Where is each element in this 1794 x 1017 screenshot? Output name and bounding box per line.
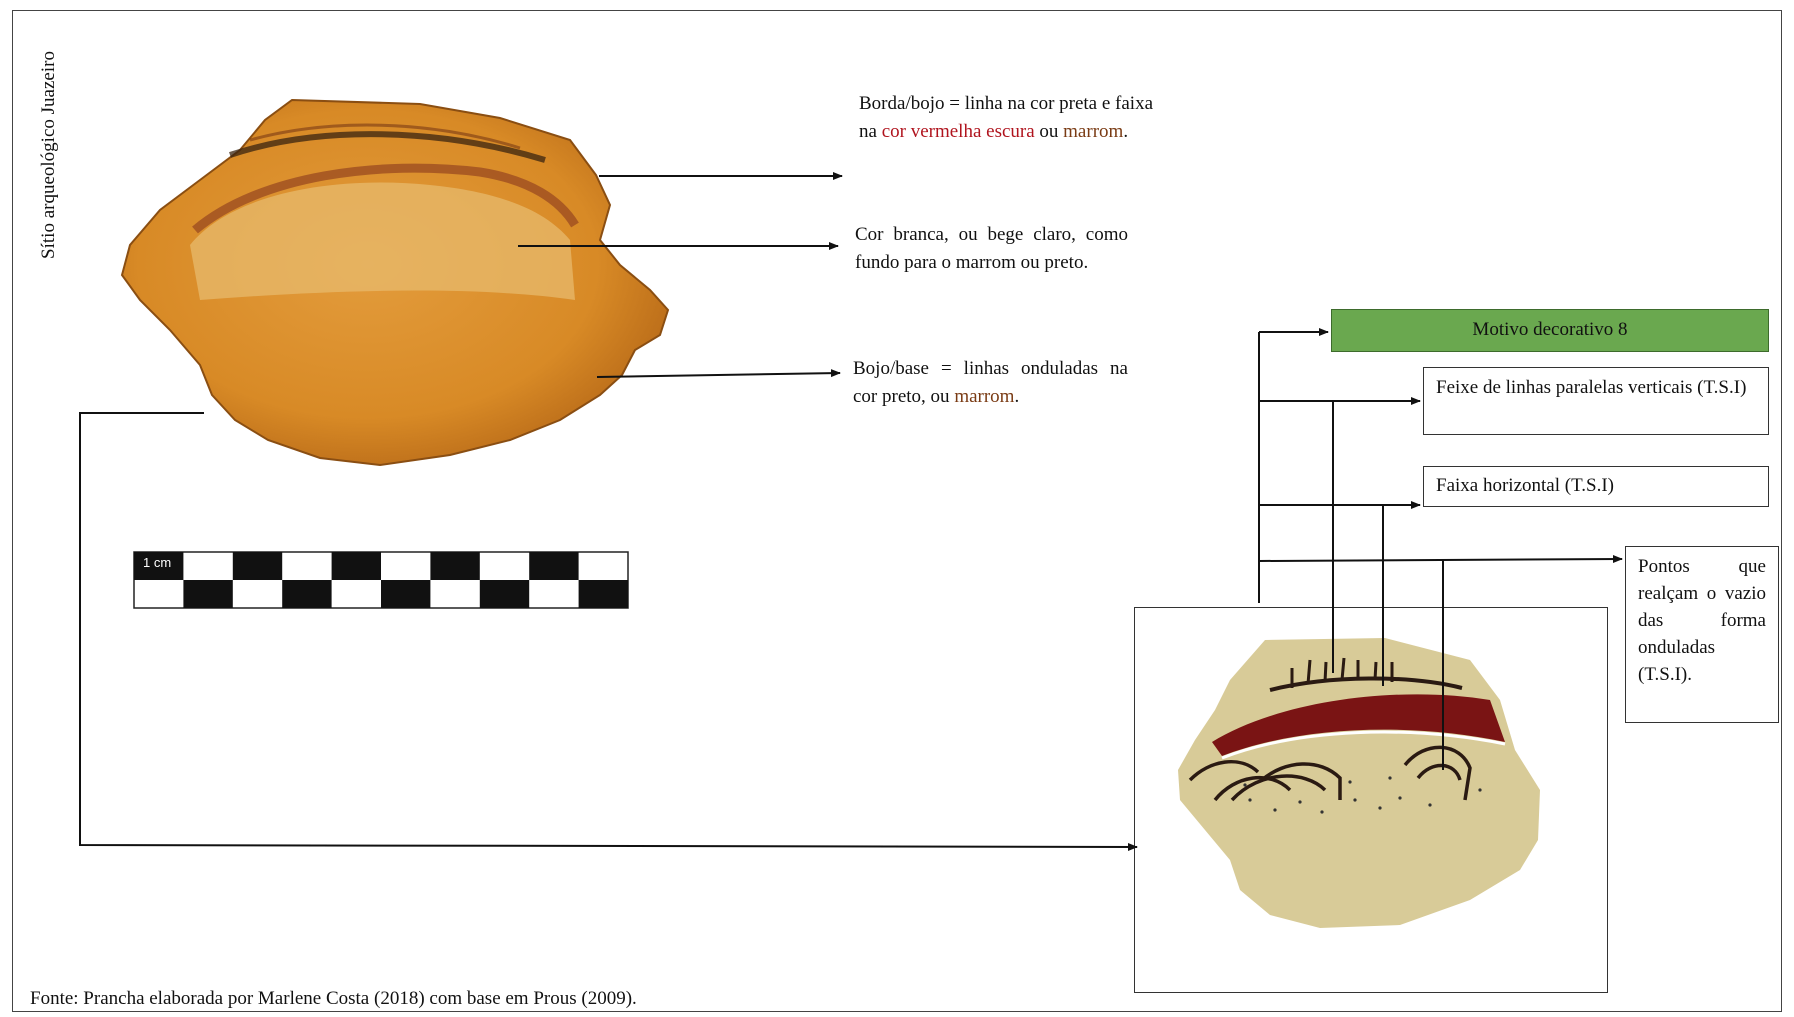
source-caption: Fonte: Prancha elaborada por Marlene Cos… [30, 988, 637, 1010]
